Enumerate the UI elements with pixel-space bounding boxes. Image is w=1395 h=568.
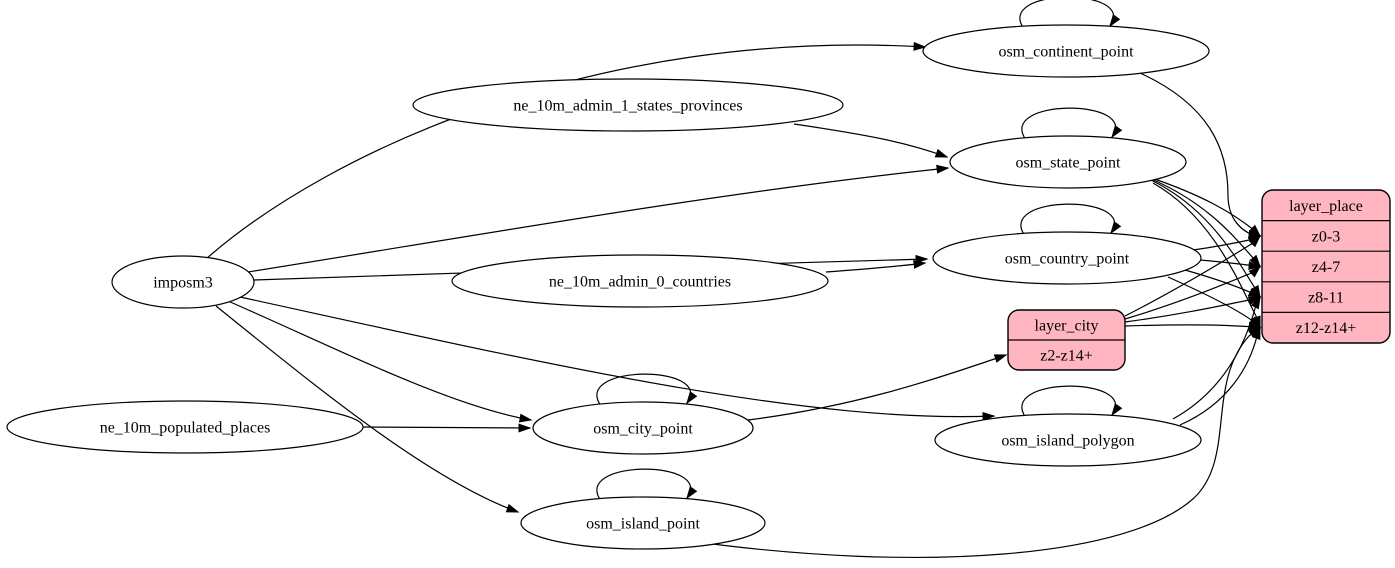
edge-osm_city_point-to-layer_city-z2-z14+ xyxy=(747,354,1008,421)
node-shape xyxy=(932,231,1202,285)
edge-osm_country_point-to-layer_place-z12-z14+ xyxy=(1167,276,1262,329)
edge-osm_country_point-to-layer_place-z8-11 xyxy=(1184,269,1262,298)
node-layer_place: layer_place z0-3 z4-7 z8-11 z12-z14+ xyxy=(1261,189,1391,344)
node-imposm3: imposm3 xyxy=(111,255,255,309)
node-label: ne_10m_admin_0_countries xyxy=(549,274,731,291)
node-shape xyxy=(451,254,829,308)
node-label: imposm3 xyxy=(153,275,213,292)
edge-imposm3-to-osm_island_polygon xyxy=(239,296,996,421)
record-row-label: z4-7 xyxy=(1312,259,1340,276)
self-loop-osm_country_point xyxy=(1020,203,1122,237)
node-label: osm_island_polygon xyxy=(1001,433,1134,450)
edge-imposm3-to-osm_state_point xyxy=(247,164,950,273)
node-label: osm_continent_point xyxy=(998,44,1134,61)
edge-osm_island_polygon-to-layer_place-z8-11 xyxy=(1172,295,1261,420)
edge-layer xyxy=(205,0,1262,559)
node-osm_island_point: osm_island_point xyxy=(520,496,766,550)
node-ne_10m_admin_0_countries: ne_10m_admin_0_countries xyxy=(451,254,829,308)
edge-osm_country_point-to-layer_place-z0-3 xyxy=(1192,235,1262,251)
node-ne_10m_admin_1_states_provinces: ne_10m_admin_1_states_provinces xyxy=(412,78,844,132)
edge-osm_island_polygon-to-layer_place-z12-z14+ xyxy=(1179,326,1261,426)
node-label: ne_10m_populated_places xyxy=(100,420,271,437)
node-shape xyxy=(111,255,255,309)
node-shape xyxy=(922,24,1210,78)
edge-osm_continent_point-to-layer_place-z0-3 xyxy=(1139,72,1262,239)
edge-osm_state_point-to-layer_place-z0-3 xyxy=(1145,175,1262,237)
node-shape xyxy=(6,400,364,454)
edge-ne_10m_populated_places-to-osm_city_point xyxy=(362,423,532,433)
self-loop-osm_city_point xyxy=(596,373,698,407)
node-osm_continent_point: osm_continent_point xyxy=(922,24,1210,78)
node-shape xyxy=(934,413,1202,467)
edge-layer_city-to-layer_place-z4-7 xyxy=(1124,265,1262,320)
self-loop-osm_island_polygon xyxy=(1021,385,1123,419)
edge-imposm3-to-osm_city_point xyxy=(227,300,533,423)
edge-osm_state_point-to-layer_place-z12-z14+ xyxy=(1152,182,1261,330)
edge-osm_state_point-to-layer_place-z4-7 xyxy=(1148,177,1261,268)
record-row-label: z8-11 xyxy=(1308,290,1344,307)
edge-ne_10m_admin_0_countries-to-osm_country_point xyxy=(825,259,927,273)
node-osm_island_polygon: osm_island_polygon xyxy=(934,413,1202,467)
record-row-label: z2-z14+ xyxy=(1040,348,1093,365)
edge-layer_city-to-layer_place-z8-11 xyxy=(1124,296,1262,323)
edge-ne_10m_admin_1_states_provinces-to-osm_state_point xyxy=(793,123,949,158)
node-label: ne_10m_admin_1_states_provinces xyxy=(513,98,742,115)
edge-imposm3-to-osm_continent_point xyxy=(205,41,927,260)
node-osm_state_point: osm_state_point xyxy=(949,135,1187,189)
edge-osm_state_point-to-layer_place-z8-11 xyxy=(1150,179,1261,299)
record-header-label: layer_city xyxy=(1035,318,1099,335)
node-label: osm_island_point xyxy=(586,516,700,533)
node-shape xyxy=(532,401,754,455)
record-header-label: layer_place xyxy=(1289,198,1363,215)
node-shape xyxy=(412,78,844,132)
node-osm_city_point: osm_city_point xyxy=(532,401,754,455)
node-shape xyxy=(520,496,766,550)
record-shape xyxy=(1261,189,1391,344)
edge-layer_city-to-layer_place-z0-3 xyxy=(1124,234,1262,317)
self-loop-osm_state_point xyxy=(1021,107,1123,141)
node-layer: imposm3 ne_10m_admin_1_states_provincesne… xyxy=(6,24,1391,550)
node-label: osm_state_point xyxy=(1016,155,1121,172)
node-label: osm_city_point xyxy=(593,421,693,438)
edge-layer_city-to-layer_place-z12-z14+ xyxy=(1124,321,1262,331)
self-loop-osm_continent_point xyxy=(1019,0,1121,30)
edge-osm_island_point-to-layer_place-z12-z14+ xyxy=(689,326,1262,559)
record-row-label: z0-3 xyxy=(1312,228,1340,245)
node-shape xyxy=(949,135,1187,189)
node-layer_city: layer_city z2-z14+ xyxy=(1007,309,1126,371)
node-osm_country_point: osm_country_point xyxy=(932,231,1202,285)
self-loop-osm_island_point xyxy=(596,468,698,502)
node-label: osm_country_point xyxy=(1005,251,1130,268)
record-row-label: z12-z14+ xyxy=(1296,320,1357,337)
node-ne_10m_populated_places: ne_10m_populated_places xyxy=(6,400,364,454)
edge-imposm3-to-osm_island_point xyxy=(215,305,520,513)
